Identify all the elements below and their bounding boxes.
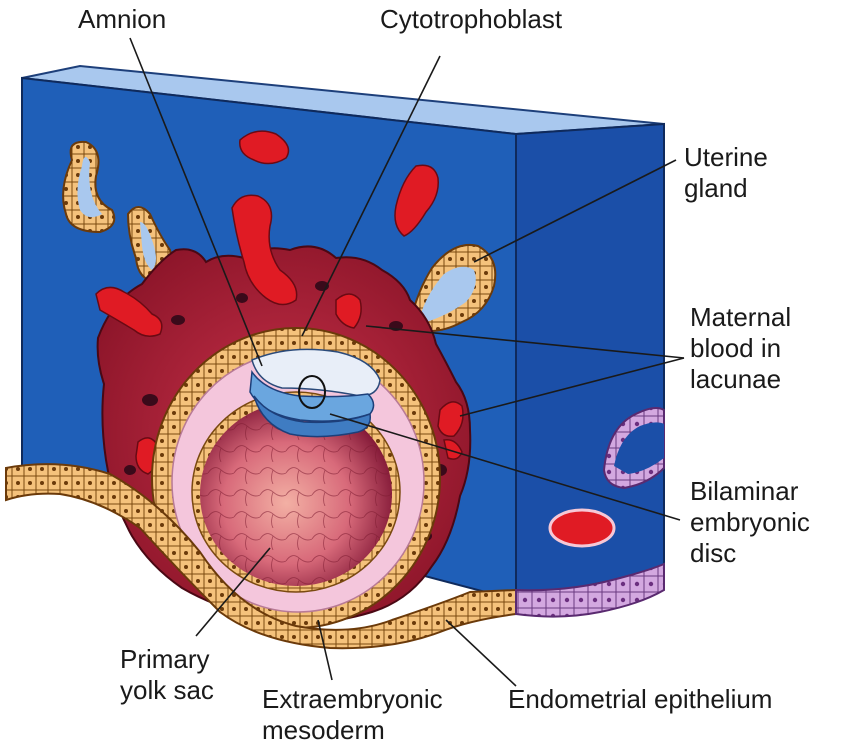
label-line: lacunae [690, 364, 791, 395]
label-primary-yolk-sac: Primary yolk sac [120, 644, 214, 706]
label-extraembryonic: Extraembryonic mesoderm [262, 684, 443, 746]
label-amnion-text: Amnion [78, 4, 166, 35]
label-bilaminar: Bilaminar embryonic disc [690, 476, 810, 569]
label-cytotrophoblast: Cytotrophoblast [380, 4, 562, 35]
label-uterine-gland: Uterine gland [684, 142, 768, 204]
label-cytotrophoblast-text: Cytotrophoblast [380, 4, 562, 35]
label-line: blood in [690, 333, 791, 364]
syncytium-nucleus [142, 394, 158, 406]
side-blood-vessel [550, 510, 614, 546]
label-amnion: Amnion [78, 4, 166, 35]
label-line: Bilaminar [690, 476, 810, 507]
label-line: Primary [120, 644, 214, 675]
label-line: Uterine [684, 142, 768, 173]
syncytium-nucleus [236, 293, 248, 303]
label-line: mesoderm [262, 715, 443, 746]
label-endometrial: Endometrial epithelium [508, 684, 772, 715]
label-line: yolk sac [120, 675, 214, 706]
label-line: Maternal [690, 302, 791, 333]
leader-endometrial [446, 620, 516, 686]
syncytium-nucleus [124, 465, 136, 475]
label-line: disc [690, 538, 810, 569]
label-line: embryonic [690, 507, 810, 538]
label-endometrial-text: Endometrial epithelium [508, 684, 772, 715]
syncytium-nucleus [171, 315, 185, 325]
label-line: gland [684, 173, 768, 204]
label-maternal-blood: Maternal blood in lacunae [690, 302, 791, 395]
label-line: Extraembryonic [262, 684, 443, 715]
